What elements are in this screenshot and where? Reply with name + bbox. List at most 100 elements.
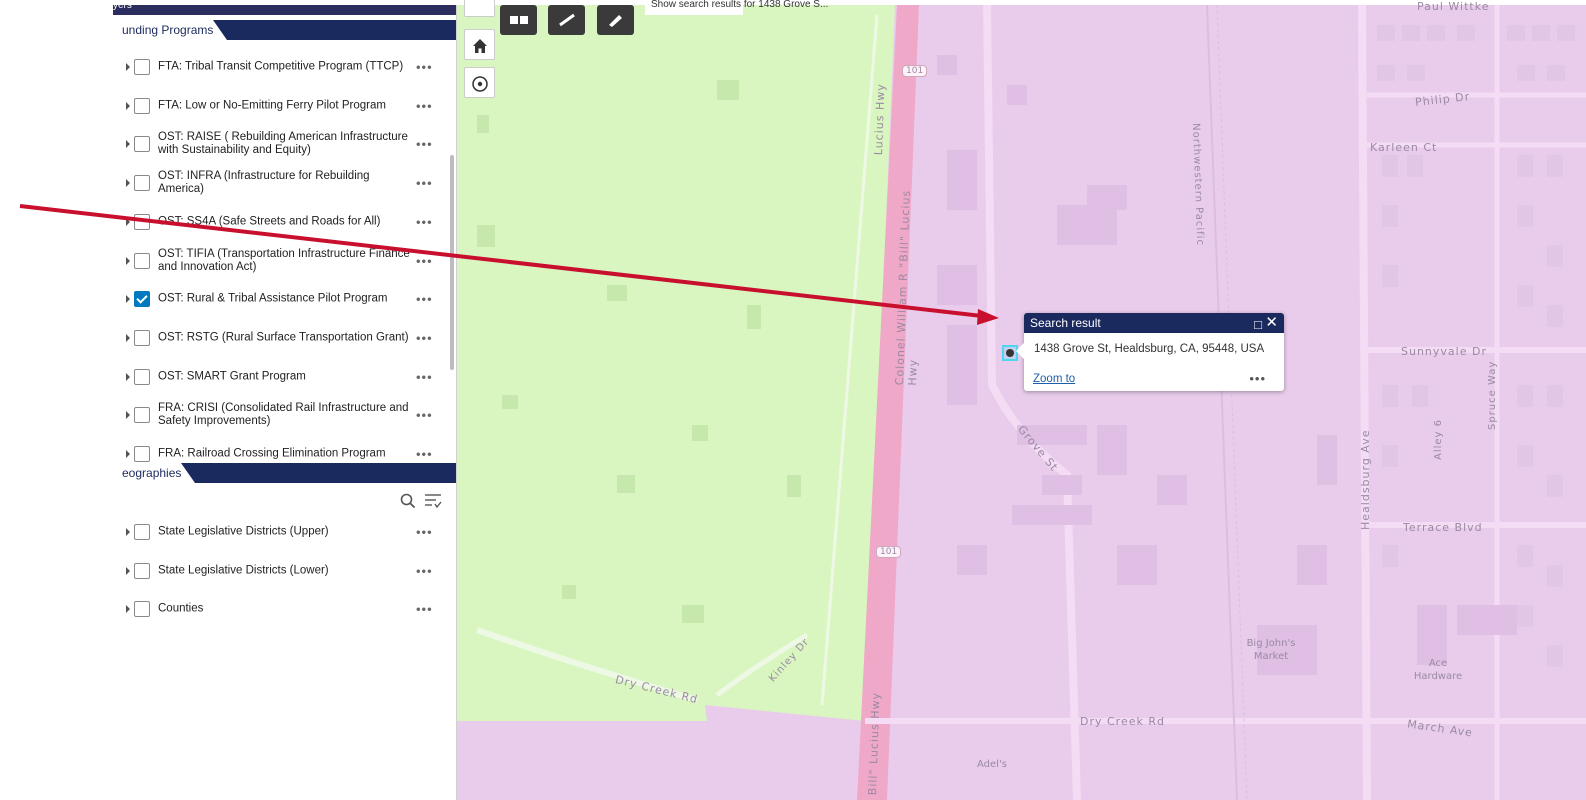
funding-layer-row[interactable]: OST: TIFIA (Transportation Infrastructur…: [113, 242, 448, 280]
search-results-hint[interactable]: Show search results for 1438 Grove S...: [645, 0, 828, 15]
funding-layer-row[interactable]: FTA: Low or No-Emitting Ferry Pilot Prog…: [113, 87, 448, 125]
ruler-icon: [558, 13, 575, 27]
layer-list-panel: yers unding Programs FTA: Tribal Transit…: [113, 1, 457, 800]
funding-layer-row[interactable]: FRA: CRISI (Consolidated Rail Infrastruc…: [113, 396, 448, 434]
layer-visibility-checkbox[interactable]: [134, 252, 150, 269]
section-header-funding-programs[interactable]: unding Programs: [113, 20, 456, 40]
layer-options-icon[interactable]: •••: [416, 330, 433, 346]
layer-label: OST: TIFIA (Transportation Infrastructur…: [158, 247, 410, 273]
locate-button[interactable]: [464, 67, 495, 98]
basemap-toggle-button[interactable]: [500, 5, 537, 35]
grid-icon: [509, 16, 528, 25]
layer-options-icon[interactable]: •••: [416, 136, 433, 152]
funding-layer-row[interactable]: FTA: Tribal Transit Competitive Program …: [113, 48, 448, 86]
road-label-karleen-ct: Karleen Ct: [1370, 141, 1438, 154]
expand-caret-icon[interactable]: [126, 333, 130, 342]
funding-layer-row[interactable]: OST: RSTG (Rural Surface Transportation …: [113, 319, 448, 357]
expand-caret-icon[interactable]: [126, 411, 130, 420]
layer-label: FTA: Low or No-Emitting Ferry Pilot Prog…: [158, 99, 386, 112]
funding-layer-row[interactable]: OST: RAISE ( Rebuilding American Infrast…: [113, 125, 448, 163]
geography-layer-row[interactable]: State Legislative Districts (Lower) •••: [113, 552, 448, 590]
expand-caret-icon[interactable]: [126, 179, 130, 188]
layer-visibility-checkbox[interactable]: [134, 213, 150, 230]
road-label-paul-wittke: Paul Wittke: [1417, 0, 1490, 13]
layer-options-icon[interactable]: •••: [416, 407, 433, 423]
geography-layer-row[interactable]: Counties •••: [113, 590, 448, 628]
layer-options-icon[interactable]: •••: [416, 98, 433, 114]
expand-caret-icon[interactable]: [126, 605, 130, 613]
expand-caret-icon[interactable]: [126, 256, 130, 265]
zoom-to-link[interactable]: Zoom to: [1033, 373, 1076, 385]
layer-visibility-checkbox[interactable]: [134, 97, 150, 114]
layer-visibility-checkbox[interactable]: [134, 407, 150, 424]
layer-visibility-checkbox[interactable]: [134, 446, 150, 462]
home-icon: [472, 38, 487, 53]
map-view[interactable]: 101 101 Lucius Hwy Colonel William R "Bi…: [457, 0, 1586, 800]
basemap: [457, 4, 1586, 800]
expand-caret-icon[interactable]: [126, 528, 130, 536]
funding-layer-row[interactable]: OST: SS4A (Safe Streets and Roads for Al…: [113, 203, 448, 241]
layer-visibility-checkbox[interactable]: [134, 59, 150, 75]
popup-more-icon[interactable]: •••: [1249, 371, 1266, 386]
search-icon[interactable]: [400, 493, 416, 514]
layer-label: Counties: [158, 602, 204, 615]
geographies-toolbar: [400, 493, 446, 514]
zoom-out-button[interactable]: [464, 0, 495, 17]
layer-options-icon[interactable]: •••: [416, 563, 433, 578]
layer-visibility-checkbox[interactable]: [134, 329, 150, 346]
expand-caret-icon[interactable]: [126, 140, 130, 149]
layer-options-icon[interactable]: •••: [416, 369, 433, 385]
road-label-healdsburg-ave: Healdsburg Ave: [1359, 429, 1372, 530]
layer-list-scrollbar[interactable]: [450, 155, 454, 370]
funding-layer-row[interactable]: OST: INFRA (Infrastructure for Rebuildin…: [113, 164, 448, 202]
layer-visibility-checkbox[interactable]: [134, 601, 150, 617]
panel-title-bar: yers: [113, 1, 456, 15]
expand-caret-icon[interactable]: [126, 101, 130, 110]
filter-icon[interactable]: [424, 493, 442, 514]
highway-101: [857, 5, 919, 800]
layer-visibility-checkbox[interactable]: [134, 136, 150, 153]
layer-visibility-checkbox[interactable]: [134, 368, 150, 385]
home-button[interactable]: [464, 29, 495, 60]
expand-caret-icon[interactable]: [126, 295, 130, 304]
section-header-geographies[interactable]: eographies: [113, 463, 456, 483]
expand-caret-icon[interactable]: [126, 217, 130, 226]
layer-options-icon[interactable]: •••: [416, 601, 433, 617]
layer-options-icon[interactable]: •••: [416, 524, 433, 540]
layer-options-icon[interactable]: •••: [416, 291, 433, 307]
funding-layer-row[interactable]: OST: SMART Grant Program•••: [113, 358, 448, 396]
layer-visibility-checkbox[interactable]: [134, 524, 150, 540]
layer-label: FTA: Tribal Transit Competitive Program …: [158, 60, 404, 73]
layer-options-icon[interactable]: •••: [416, 214, 433, 230]
layer-visibility-checkbox[interactable]: [134, 562, 150, 579]
layer-options-icon[interactable]: •••: [416, 59, 433, 75]
expand-caret-icon[interactable]: [126, 372, 130, 381]
road-label-lucius-hwy: Lucius Hwy: [872, 83, 888, 156]
layer-options-icon[interactable]: •••: [416, 446, 433, 462]
green-zone: [457, 5, 895, 721]
layer-visibility-checkbox[interactable]: [134, 175, 150, 192]
measure-button[interactable]: [548, 5, 585, 35]
pencil-icon: [608, 15, 622, 28]
geography-layer-row[interactable]: State Legislative Districts (Upper)•••: [113, 513, 448, 551]
layer-label: OST: Rural & Tribal Assistance Pilot Pro…: [158, 292, 388, 305]
maximize-icon[interactable]: □: [1254, 317, 1262, 332]
layer-label: State Legislative Districts (Lower): [158, 564, 329, 576]
funding-layer-row[interactable]: OST: Rural & Tribal Assistance Pilot Pro…: [113, 280, 448, 318]
funding-layer-row[interactable]: FRA: Railroad Crossing Elimination Progr…: [113, 435, 448, 473]
geographies-list: State Legislative Districts (Upper)•••St…: [113, 513, 456, 633]
popup-title: Search result: [1030, 316, 1101, 330]
draw-button[interactable]: [597, 5, 634, 35]
layer-label: OST: SS4A (Safe Streets and Roads for Al…: [158, 215, 381, 228]
expand-caret-icon[interactable]: [126, 566, 130, 575]
close-icon[interactable]: ✕: [1265, 314, 1278, 331]
road-label-terrace-blvd: Terrace Blvd: [1403, 521, 1483, 534]
expand-caret-icon[interactable]: [126, 63, 130, 71]
expand-caret-icon[interactable]: [126, 450, 130, 458]
layer-label: OST: RAISE ( Rebuilding American Infrast…: [158, 131, 408, 157]
layer-options-icon[interactable]: •••: [416, 175, 433, 191]
poi-label-ace-hardware: Ace Hardware: [1413, 658, 1463, 682]
layer-visibility-checkbox[interactable]: [134, 291, 150, 308]
layer-label: OST: RSTG (Rural Surface Transportation …: [158, 331, 409, 344]
layer-options-icon[interactable]: •••: [416, 253, 433, 268]
